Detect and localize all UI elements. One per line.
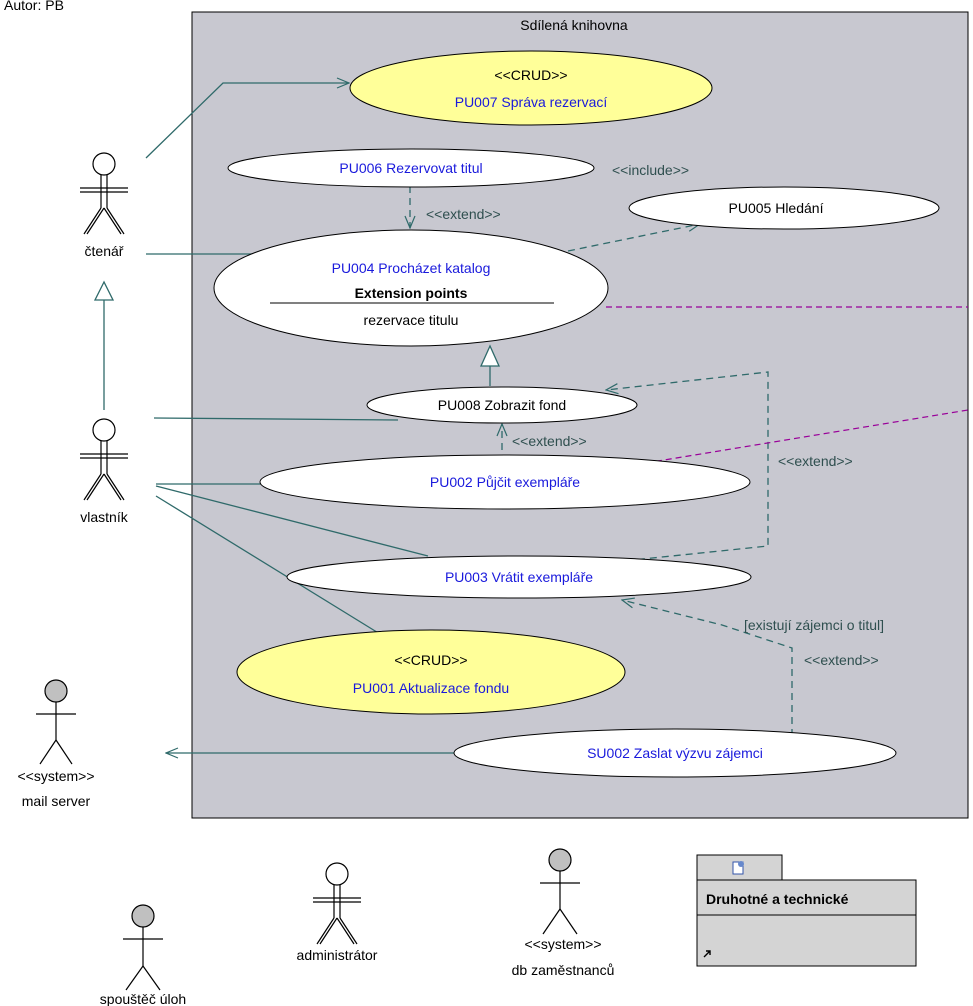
- package-secondary[interactable]: Druhotné a technické: [696, 854, 917, 967]
- actor-scheduler-name: spouštěč úloh: [100, 991, 186, 1006]
- actor-admin-head: [325, 862, 349, 886]
- system-name: Sdílená knihovna: [520, 17, 628, 33]
- generalization-arrowhead-reader: [93, 280, 115, 301]
- extend-label-pu006: <<extend>>: [426, 206, 501, 222]
- extend-label-pu003: <<extend>>: [778, 453, 853, 469]
- actor-scheduler-head: [131, 904, 155, 928]
- actor-scheduler[interactable]: [123, 904, 163, 991]
- actor-reader[interactable]: [80, 152, 128, 235]
- pu004-extension-points-title: Extension points: [355, 285, 468, 301]
- actor-reader-head: [92, 152, 116, 176]
- actor-mail-stereotype: <<system>>: [17, 768, 94, 784]
- actor-admin-name: administrátor: [297, 947, 378, 963]
- actor-db-name: db zaměstnanců: [512, 962, 615, 978]
- actor-reader-name: čtenář: [85, 243, 124, 259]
- use-case-pu005[interactable]: PU005 Hledání: [628, 186, 940, 230]
- pu002-label: PU002 Půjčit exempláře: [430, 474, 580, 490]
- extend-label-su002: <<extend>>: [804, 652, 879, 668]
- actor-admin[interactable]: [313, 862, 361, 945]
- use-case-pu004[interactable]: PU004 Procházet katalog Extension points…: [213, 229, 609, 347]
- author-label: Autor: PB: [4, 0, 64, 13]
- use-case-pu006[interactable]: PU006 Rezervovat titul: [227, 148, 595, 188]
- actor-db[interactable]: [540, 848, 580, 935]
- pu001-stereotype: <<CRUD>>: [394, 652, 467, 668]
- use-case-pu007[interactable]: <<CRUD>> PU007 Správa rezervací: [349, 50, 713, 126]
- guard-label: [existují zájemci o titul]: [744, 617, 884, 633]
- link-owner-pu003: [155, 485, 429, 557]
- actor-owner-name: vlastník: [80, 509, 128, 525]
- use-case-pu002[interactable]: PU002 Půjčit exempláře: [259, 454, 751, 510]
- pu007-stereotype: <<CRUD>>: [494, 67, 567, 83]
- pu005-label: PU005 Hledání: [729, 200, 824, 216]
- extend-pu003-pu008: [606, 371, 769, 563]
- pu003-label: PU003 Vrátit exempláře: [445, 569, 593, 585]
- extend-label-pu002: <<extend>>: [512, 433, 587, 449]
- pu006-label: PU006 Rezervovat titul: [339, 160, 482, 176]
- note-link-pu002: [645, 409, 969, 464]
- package-body: [696, 879, 917, 967]
- use-case-pu003[interactable]: PU003 Vrátit exempláře: [286, 555, 752, 599]
- extend-su002-pu003: [622, 600, 793, 736]
- pu004-extension-point: rezervace titulu: [364, 312, 459, 328]
- link-owner-pu001: [155, 495, 381, 635]
- actor-owner[interactable]: [80, 418, 128, 501]
- actor-mail-name: mail server: [22, 793, 91, 809]
- use-case-su002[interactable]: SU002 Zaslat výzvu zájemci: [453, 728, 897, 778]
- actor-db-stereotype: <<system>>: [524, 936, 601, 952]
- package-icon: [732, 861, 744, 875]
- pu007-label: PU007 Správa rezervací: [455, 94, 608, 110]
- use-case-pu008[interactable]: PU008 Zobrazit fond: [366, 386, 638, 424]
- use-case-pu001[interactable]: <<CRUD>> PU001 Aktualizace fondu: [236, 629, 626, 715]
- actor-db-head: [548, 848, 572, 872]
- su002-label: SU002 Zaslat výzvu zájemci: [587, 745, 763, 761]
- actor-owner-head: [92, 418, 116, 442]
- link-owner-pu008: [153, 417, 399, 421]
- link-reader-pu007: [145, 83, 349, 159]
- pu008-label: PU008 Zobrazit fond: [438, 397, 566, 413]
- include-pu004-pu005: [567, 224, 700, 252]
- generalization-arrowhead-pu004: [479, 344, 501, 367]
- shortcut-arrow-icon: [703, 950, 711, 958]
- package-name: Druhotné a technické: [706, 891, 849, 907]
- include-label: <<include>>: [612, 162, 689, 178]
- actor-mail-server[interactable]: [36, 679, 76, 765]
- pu004-label: PU004 Procházet katalog: [332, 260, 491, 276]
- pu001-label: PU001 Aktualizace fondu: [353, 680, 509, 696]
- actor-mail-head: [44, 679, 68, 703]
